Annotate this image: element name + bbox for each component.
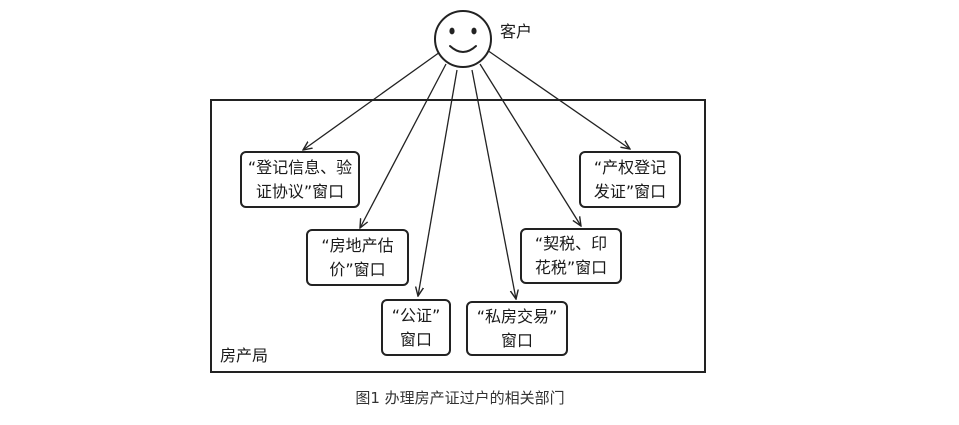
notary-window-line-2: 窗口 — [399, 329, 432, 349]
certificate-window-line-1: “产权登记 — [593, 157, 667, 177]
figure-caption: 图1 办理房产证过户的相关部门 — [355, 389, 565, 407]
appraisal-window-line-2: 价”窗口 — [329, 259, 386, 279]
appraisal-window-line-1: “房地产估 — [321, 235, 394, 255]
certificate-window-line-2: 发证”窗口 — [593, 181, 667, 201]
arrow-to-private-trade — [471, 69, 516, 299]
bureau-label: 房产局 — [220, 346, 269, 365]
customer-label: 客户 — [500, 22, 533, 41]
tax-window-line-2: 花税”窗口 — [534, 258, 608, 277]
registration-window-line-1: “登记信息、验 — [247, 157, 353, 177]
arrow-to-notary — [418, 69, 458, 296]
bureau-frame — [210, 99, 706, 373]
private-trade-window-box: “私房交易” 窗口 — [466, 301, 568, 356]
arrow-to-registration — [303, 51, 441, 150]
notary-window-line-1: “公证” — [391, 305, 441, 325]
registration-window-box: “登记信息、验 证协议”窗口 — [240, 151, 360, 208]
registration-window-line-2: 证协议”窗口 — [255, 181, 345, 201]
arrow-to-appraisal — [360, 63, 447, 228]
private-trade-window-line-1: “私房交易” — [476, 306, 558, 326]
tax-window-line-1: “契税、印 — [534, 234, 608, 253]
certificate-window-box: “产权登记 发证”窗口 — [579, 151, 681, 208]
private-trade-window-line-2: 窗口 — [500, 330, 533, 350]
arrow-to-tax — [479, 63, 581, 226]
customer-smiley-icon — [434, 10, 492, 68]
tax-window-box: “契税、印 花税”窗口 — [520, 228, 622, 284]
appraisal-window-box: “房地产估 价”窗口 — [306, 229, 409, 286]
notary-window-box: “公证” 窗口 — [381, 299, 451, 356]
arrow-to-certificate — [486, 49, 630, 149]
